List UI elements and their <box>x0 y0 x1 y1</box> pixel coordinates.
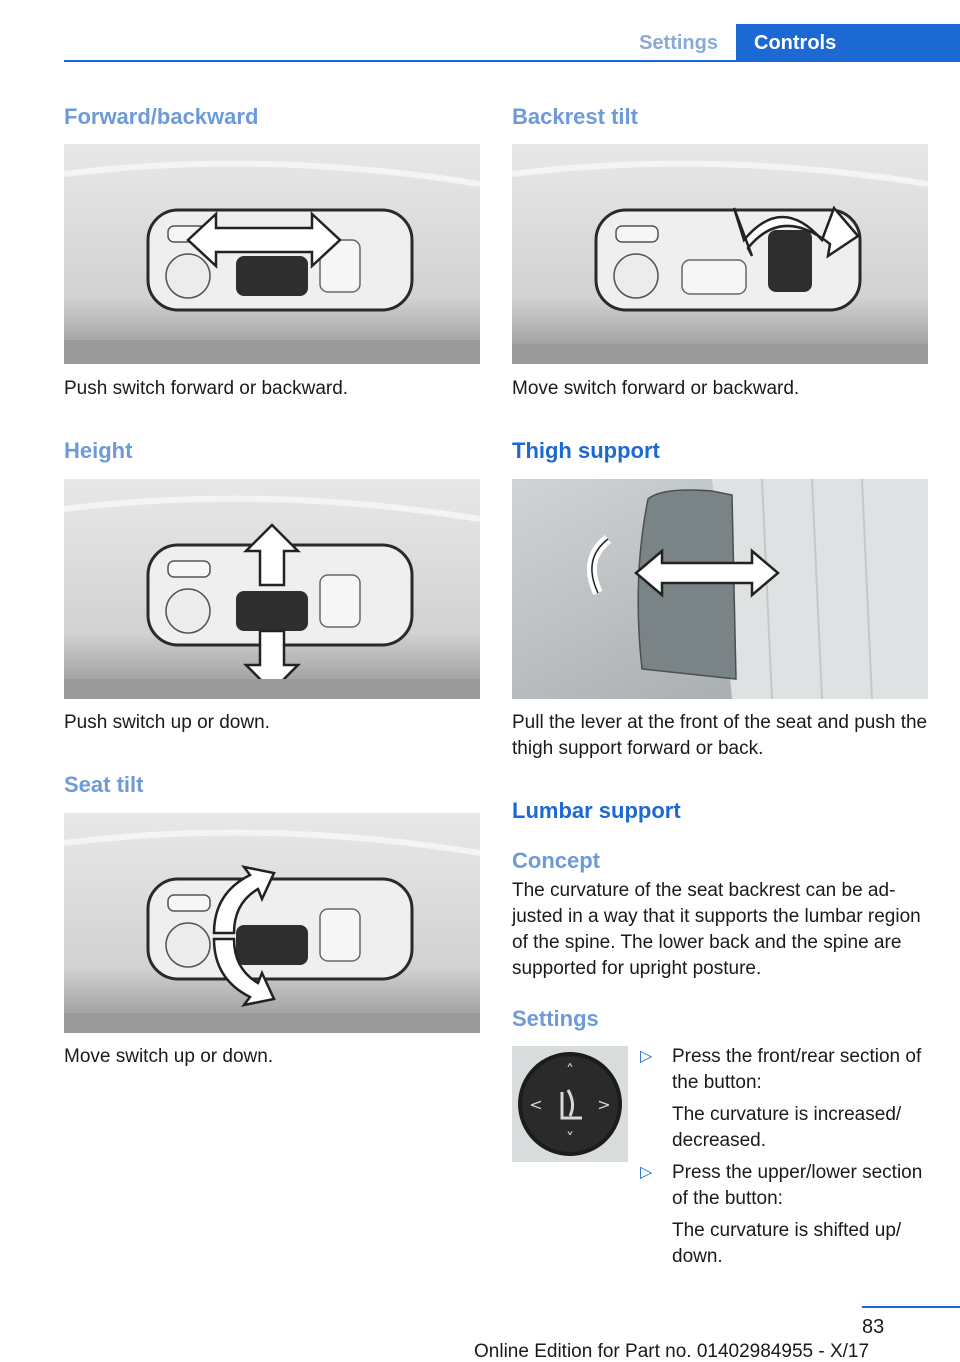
bullet-triangle-icon: ▷ <box>640 1164 653 1181</box>
footer-rule <box>862 1306 960 1308</box>
bullet-triangle-icon: ▷ <box>640 1048 653 1065</box>
caption-height: Push switch up or down. <box>64 712 270 733</box>
caption-forward-backward: Push switch forward or backward. <box>64 378 349 399</box>
chevron-right-icon: > <box>597 1095 610 1114</box>
list-item: ▷ Press the front/rear section of the bu… <box>640 1044 930 1154</box>
caption-backrest-tilt: Move switch forward or backward. <box>512 378 800 399</box>
seat-icon <box>560 1089 582 1120</box>
lumbar-button-image: ˄ ˅ < > <box>512 1046 628 1162</box>
heading-lumbar-support: Lumbar support <box>512 798 681 823</box>
caption-seat-tilt: Move switch up or down. <box>64 1046 274 1067</box>
thigh-support-image <box>512 479 928 699</box>
heading-concept: Concept <box>512 848 600 873</box>
header-rule <box>64 60 960 62</box>
edition-line: Online Edition for Part no. 01402984955 … <box>474 1341 870 1362</box>
seat-switch-backrest-image <box>512 144 928 364</box>
header-section: Settings <box>639 32 718 54</box>
seat-switch-tilt-image <box>64 813 480 1033</box>
page-number: 83 <box>862 1316 885 1338</box>
heading-height: Height <box>64 438 133 463</box>
seat-switch-forward-backward-image <box>64 144 480 364</box>
heading-backrest-tilt: Backrest tilt <box>512 104 638 129</box>
list-item-result: The curvature is increased/ decreased. <box>672 1104 902 1151</box>
header-chapter: Controls <box>736 24 960 62</box>
concept-text: The curvature of the seat backrest can b… <box>512 880 921 979</box>
heading-seat-tilt: Seat tilt <box>64 772 144 797</box>
chevron-up-icon: ˄ <box>566 1061 574 1080</box>
list-item-result: The curvature is shifted up/ down. <box>672 1220 902 1267</box>
heading-settings: Settings <box>512 1006 599 1031</box>
chevron-down-icon: ˅ <box>566 1129 574 1148</box>
caption-thigh-support: Pull the lever at the front of the seat … <box>512 712 928 759</box>
seat-switch-height-image <box>64 479 480 699</box>
heading-forward-backward: Forward/backward <box>64 104 259 129</box>
settings-list: ▷ Press the front/rear section of the bu… <box>640 1044 930 1270</box>
heading-thigh-support: Thigh support <box>512 438 660 463</box>
chevron-left-icon: < <box>529 1095 542 1114</box>
list-item-text: Press the front/rear section of the butt… <box>672 1046 922 1093</box>
list-item: ▷ Press the upper/lower sec­tion of the … <box>640 1160 930 1270</box>
list-item-text: Press the upper/lower sec­tion of the bu… <box>672 1162 923 1209</box>
